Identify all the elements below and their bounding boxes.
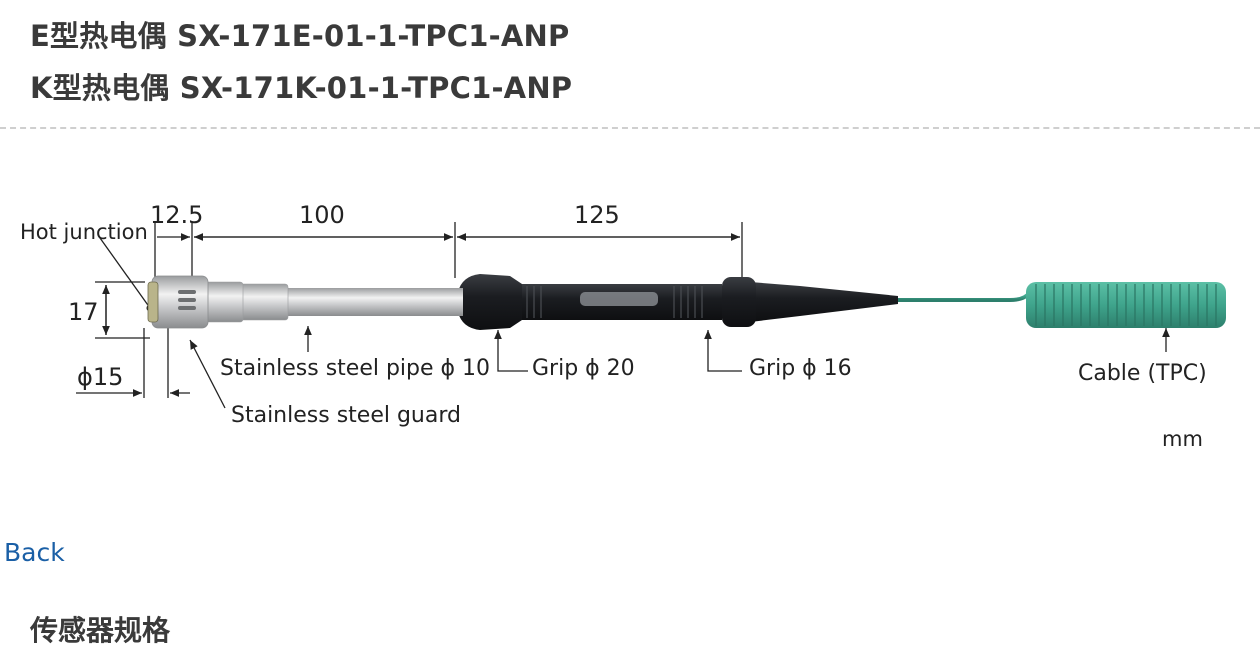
probe-dimension-diagram: 12.5 100 125 Hot junction 17 ϕ15 Stainle… (20, 201, 1226, 451)
title-block: E型热电偶 SX-171E-01-1-TPC1-ANP K型热电偶 SX-171… (30, 10, 572, 114)
section-heading-sensor-specs: 传感器规格 (30, 614, 171, 647)
label-stainless-guard: Stainless steel guard (231, 403, 461, 428)
page-title-e-type: E型热电偶 SX-171E-01-1-TPC1-ANP (30, 19, 570, 53)
dim-tip-length: 12.5 (150, 201, 203, 229)
back-link[interactable]: Back (4, 538, 65, 567)
dashed-divider (0, 127, 1260, 129)
label-grip-rear: Grip ϕ 16 (749, 356, 852, 381)
label-unit: mm (1162, 427, 1203, 451)
label-cable: Cable (TPC) (1078, 361, 1207, 386)
dimension-lines (76, 222, 1170, 409)
label-grip-front: Grip ϕ 20 (532, 356, 635, 381)
dim-grip-length: 125 (574, 201, 620, 229)
dim-guard-diameter: ϕ15 (77, 363, 123, 391)
dim-pipe-length: 100 (299, 201, 345, 229)
label-stainless-pipe: Stainless steel pipe ϕ 10 (220, 356, 490, 381)
page-title-k-type: K型热电偶 SX-171K-01-1-TPC1-ANP (30, 71, 573, 105)
dim-guard-height: 17 (68, 298, 99, 326)
label-hot-junction: Hot junction (20, 220, 148, 244)
probe-illustration (147, 274, 1226, 330)
